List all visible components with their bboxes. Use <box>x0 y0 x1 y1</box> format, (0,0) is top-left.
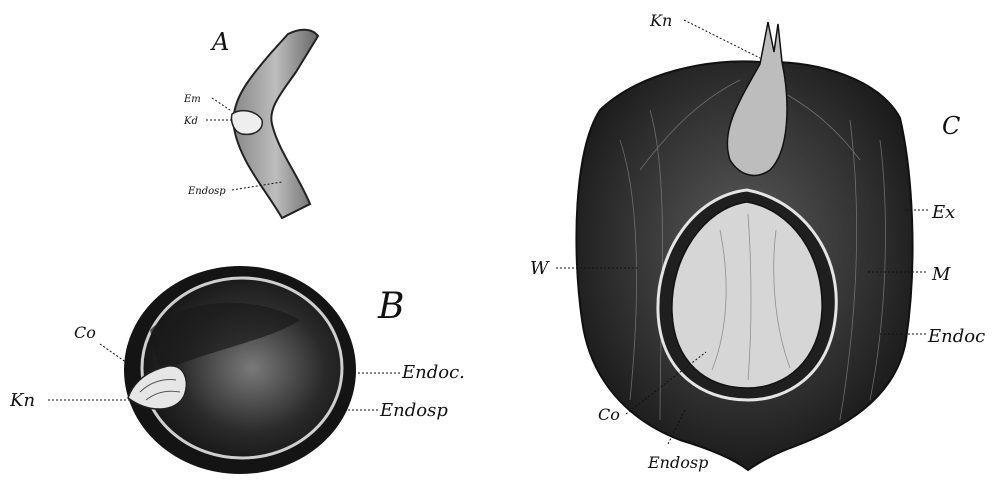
panel-letter-a: A <box>210 28 229 56</box>
label-c-kn: Kn <box>649 11 672 30</box>
label-c-m: M <box>931 264 951 285</box>
label-c-ex: Ex <box>931 202 955 223</box>
label-c-co: Co <box>598 405 620 424</box>
figure-a: A Em Kd Endosp <box>183 28 318 218</box>
label-c-endoc: Endoc <box>927 326 985 347</box>
label-c-w: W <box>530 258 550 279</box>
label-b-co: Co <box>74 323 96 342</box>
panel-letter-b: B <box>377 286 404 327</box>
label-a-kd: Kd <box>183 116 198 127</box>
figure-c: C Kn W Ex M Endoc Co Endosp <box>530 11 985 472</box>
label-c-endosp: Endosp <box>647 453 708 472</box>
figure-b: B Co Kn Endoc. Endosp <box>9 266 465 474</box>
label-b-endosp: Endosp <box>379 400 448 421</box>
label-b-endoc: Endoc. <box>401 362 465 383</box>
label-b-kn: Kn <box>9 390 35 411</box>
embryo-a <box>231 111 262 135</box>
panel-letter-c: C <box>942 112 960 140</box>
label-a-endosp: Endosp <box>187 186 226 197</box>
label-a-em: Em <box>183 94 201 105</box>
